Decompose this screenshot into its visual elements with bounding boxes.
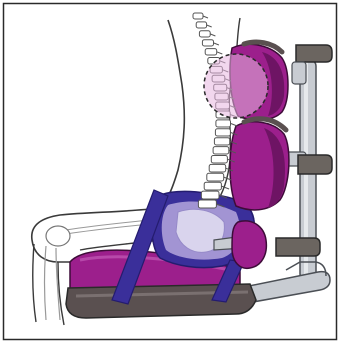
vertebra [211, 156, 227, 164]
vertebra [196, 22, 206, 28]
vertebra [204, 182, 221, 190]
vertebra [193, 13, 203, 19]
vertebra [198, 200, 216, 208]
vertebra [209, 164, 226, 172]
vertebra [214, 138, 229, 145]
vertebra [215, 129, 230, 136]
vertebra [216, 120, 231, 127]
vertebra [207, 173, 224, 181]
vertebra [202, 40, 213, 46]
vertebra [205, 49, 217, 55]
spine-highlight-circle-icon [204, 54, 268, 118]
vertebra [213, 147, 229, 154]
vertebra [199, 31, 210, 37]
vertebra [201, 191, 219, 199]
